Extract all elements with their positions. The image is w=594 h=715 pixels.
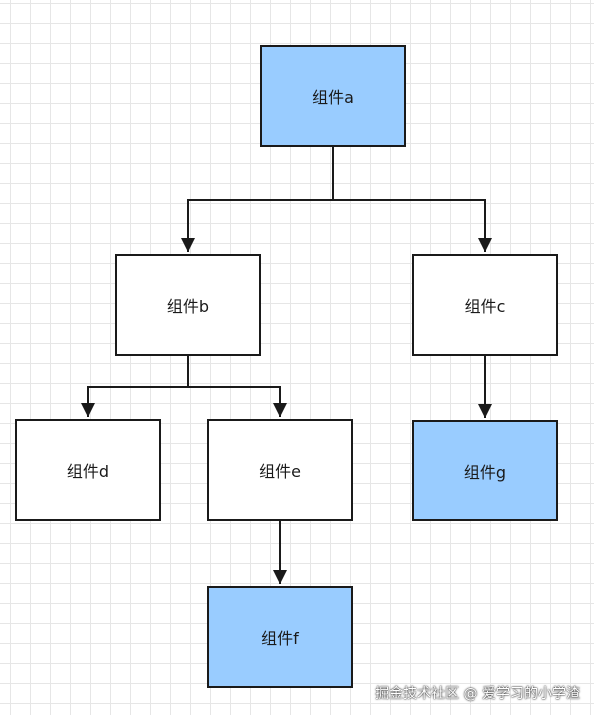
edge-a-c: [333, 199, 492, 252]
node-component-c: 组件c: [412, 254, 558, 356]
node-component-f: 组件f: [207, 586, 353, 688]
node-component-b: 组件b: [115, 254, 261, 356]
node-component-d: 组件d: [15, 419, 161, 521]
edge-a-b: [181, 147, 334, 252]
watermark-text: 掘金技术社区 @ 爱学习的小学渣: [375, 686, 580, 702]
edge-b-d: [81, 356, 189, 417]
node-component-e: 组件e: [207, 419, 353, 521]
edge-b-e: [188, 386, 287, 417]
node-component-g: 组件g: [412, 420, 558, 521]
node-component-a: 组件a: [260, 45, 406, 147]
